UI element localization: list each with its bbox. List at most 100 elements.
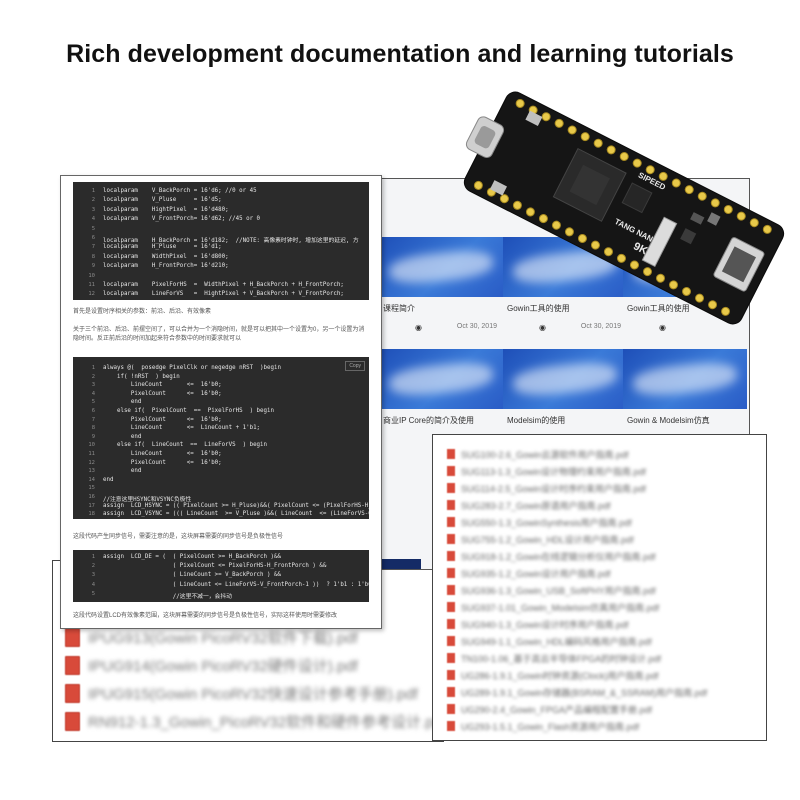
code-line: LineCount <= 16'b0; (103, 451, 222, 457)
list-item[interactable]: SUG918-1.2_Gowin在线逻辑分析仪用户指南.pdf (447, 549, 656, 563)
list-item[interactable]: SUG755-1.2_Gowin_HDL设计用户指南.pdf (447, 532, 634, 546)
line-number: 6 (91, 408, 95, 414)
pin-hole (515, 98, 525, 108)
list-item[interactable]: TN100-1.06_基于高云半导体FPGA的时钟设计.pdf (447, 651, 661, 665)
list-item[interactable]: IPUG914(Gowin PicoRV32硬件设计).pdf (65, 653, 358, 677)
pin-hole (642, 267, 652, 277)
pin-hole (541, 112, 551, 122)
file-name: IPUG915(Gowin PicoRV32快速设计参考手册).pdf (88, 685, 418, 703)
pin-hole (695, 293, 705, 303)
list-item[interactable]: UG286-1.9.1_Gowin时钟资源(Clock)用户指南.pdf (447, 668, 659, 682)
file-name: UG286-1.9.1_Gowin时钟资源(Clock)用户指南.pdf (461, 670, 659, 681)
line-number: 4 (91, 581, 95, 588)
code-line: PixelCount <= 16'b0; (103, 459, 222, 466)
pdf-file-icon (447, 619, 455, 629)
eye-icon: ◉ (659, 323, 666, 332)
tutorial-thumbnail (623, 349, 747, 409)
code-line: //注意这里HSYNC和VSYNC负极性 (103, 497, 192, 503)
list-item[interactable]: SUG114-2.5_Gowin设计时序约束用户指南.pdf (447, 481, 646, 495)
code-line: assign LCD_DE = ( ( PixelCount >= H_Back… (103, 554, 281, 560)
list-item[interactable]: SUG100-2.6_Gowin云源软件用户指南.pdf (447, 447, 629, 461)
code-line: PixelCount <= 16'b0; (103, 416, 222, 423)
pin-hole (619, 151, 629, 161)
pin-hole (723, 205, 733, 215)
file-name: TN100-1.06_基于高云半导体FPGA的时钟设计.pdf (461, 653, 662, 664)
pin-hole (645, 165, 655, 175)
list-item[interactable]: SUG935-1.2_Gowin设计用户指南.pdf (447, 566, 611, 580)
tutorial-title: Gowin工具的使用 (507, 304, 570, 313)
list-item[interactable]: UG290-2.4_Gowin_FPGA产品编程配置手册.pdf (447, 702, 652, 716)
file-name: SUG918-1.2_Gowin在线逻辑分析仪用户指南.pdf (461, 551, 656, 562)
pin-hole (538, 214, 548, 224)
pdf-file-icon (447, 466, 455, 476)
pin-hole (749, 218, 759, 228)
pdf-file-icon (447, 704, 455, 714)
line-number: 12 (88, 291, 95, 298)
pin-hole (669, 280, 679, 290)
file-name: SUG755-1.2_Gowin_HDL设计用户指南.pdf (461, 534, 634, 545)
list-item[interactable]: IPUG913(Gowin PicoRV32软件下载).pdf (65, 625, 358, 649)
pdf-file-icon (65, 655, 80, 675)
list-item[interactable]: SUG113-1.3_Gowin设计物理约束用户指南.pdf (447, 464, 646, 478)
file-name: UG290-2.4_Gowin_FPGA产品编程配置手册.pdf (461, 704, 653, 715)
tutorial-date: Oct 30, 2019 (456, 323, 497, 330)
file-name: SUG949-1.1_Gowin_HDL编码风格用户指南.pdf (461, 636, 652, 647)
list-item[interactable]: SUG940-1.3_Gowin设计时序用户指南.pdf (447, 617, 629, 631)
list-item[interactable]: SUG937-1.01_Gowin_Modelsim仿真用户指南.pdf (447, 600, 659, 614)
list-item[interactable]: SUG949-1.1_Gowin_HDL编码风格用户指南.pdf (447, 634, 652, 648)
pdf-file-icon (447, 636, 455, 646)
code-line: else if( LineCount == LineForVS ) begin (103, 442, 268, 449)
pin-hole (684, 185, 694, 195)
tutorial-card[interactable]: 课程简介 ◉ Oct 30, 2019 (379, 237, 503, 332)
line-number: 11 (88, 451, 95, 457)
pdf-file-icon (447, 517, 455, 527)
tutorial-card[interactable]: Modelsim的使用 (503, 349, 627, 426)
pdf-file-icon (447, 534, 455, 544)
line-number: 2 (91, 197, 95, 204)
line-number: 11 (88, 282, 95, 288)
list-item[interactable]: SUG550-1.3_GowinSynthesis用户指南.pdf (447, 515, 632, 529)
code-line: assign LCD_HSYNC = (( PixelCount >= H_Pl… (103, 502, 369, 509)
pin-hole (736, 211, 746, 221)
list-item[interactable]: UG293-1.5.1_Gowin_Flash资源用户指南.pdf (447, 719, 639, 733)
pin-hole (525, 207, 535, 217)
line-number: 12 (88, 459, 95, 466)
code-line: end (103, 476, 114, 483)
code-line: localparam V_BackPorch = 16'd6; //0 or 4… (103, 188, 257, 194)
pdf-file-icon (447, 568, 455, 578)
list-item[interactable]: RN912-1.3_Gowin_PicoRV32软件和硬件参考设计.pdf (65, 709, 446, 733)
line-number: 9 (91, 263, 95, 270)
code-line: localparam PixelForHS = WidthPixel + H_B… (103, 282, 344, 288)
code-line: end (103, 433, 142, 440)
pdf-file-icon (447, 585, 455, 595)
list-item[interactable]: SUG283-2.7_Gowin原语用户指南.pdf (447, 498, 611, 512)
line-number: 5 (91, 590, 95, 597)
copy-button[interactable]: Copy (345, 361, 365, 371)
code-line: LineCount <= 16'b0; (103, 382, 222, 389)
list-item[interactable]: IPUG915(Gowin PicoRV32快速设计参考手册).pdf (65, 681, 418, 705)
pdf-file-icon (447, 687, 455, 697)
pin-header-top (515, 98, 772, 234)
pin-hole (655, 273, 665, 283)
button-icon[interactable] (525, 110, 543, 126)
pin-hole (606, 145, 616, 155)
fpc-connector (641, 216, 678, 268)
file-name: SUG937-1.01_Gowin_Modelsim仿真用户指南.pdf (461, 602, 660, 613)
line-number: 2 (91, 373, 95, 380)
pin-hole (473, 180, 483, 190)
list-item[interactable]: SUG936-1.3_Gowin_USB_SoftPHY用户指南.pdf (447, 583, 656, 597)
code-line: end (103, 399, 142, 406)
pin-hole (551, 220, 561, 230)
code-line: localparam V_FrontPorch= 16'd62; //45 or… (103, 216, 261, 223)
button-icon[interactable] (489, 180, 507, 196)
list-item[interactable]: UG289-1.9.1_Gowin存储器(BSRAM_&_SSRAM)用户指南.… (447, 685, 707, 699)
code-line: localparam HightPixel = 16'd480; (103, 206, 229, 213)
tutorial-card[interactable]: 商业IP Core的简介及使用 (379, 349, 503, 426)
code-line: ( LineCount >= V_BackPorch ) && (103, 572, 281, 579)
code-line: LineCount <= LineCount + 1'b1; (103, 425, 261, 432)
file-name: SUG113-1.3_Gowin设计物理约束用户指南.pdf (461, 466, 646, 477)
tutorial-card[interactable]: Gowin & Modelsim仿真 (623, 349, 747, 426)
code-line: always @( posedge PixelClk or negedge nR… (103, 365, 281, 371)
pdf-list-front: SUG100-2.6_Gowin云源软件用户指南.pdf SUG113-1.3_… (432, 434, 767, 741)
